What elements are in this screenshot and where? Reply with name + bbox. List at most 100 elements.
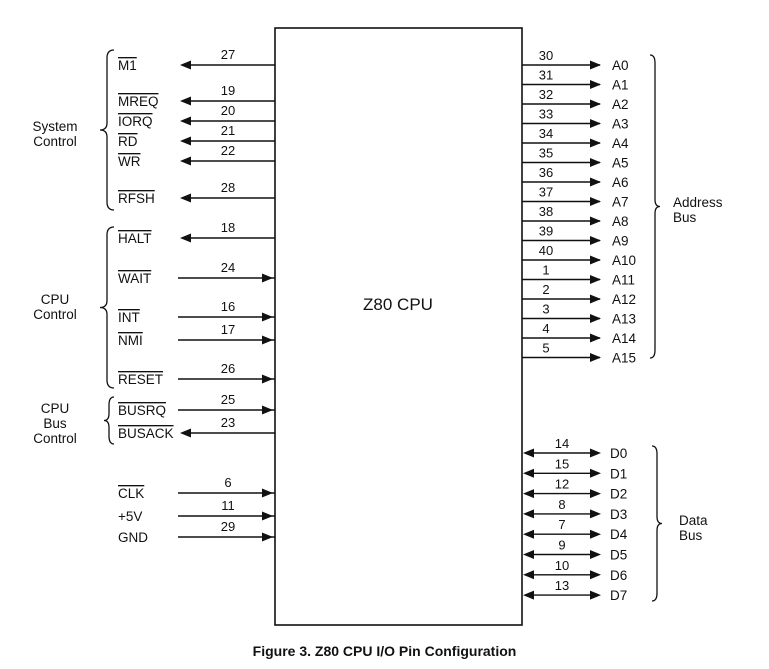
group-label-cpu-control: CPU <box>41 292 70 307</box>
group-label-system-control: System <box>32 119 77 134</box>
pin-name: BUSRQ <box>118 403 166 418</box>
address-pin-number: 2 <box>542 282 549 297</box>
pin-name: WR <box>118 154 141 169</box>
address-pin-name: A14 <box>612 331 637 346</box>
pin-name: WAIT <box>118 271 151 286</box>
data-pin-number: 13 <box>555 578 569 593</box>
address-pin-number: 39 <box>539 224 553 239</box>
pin-number: 28 <box>221 180 235 195</box>
pin-name: RFSH <box>118 191 155 206</box>
address-pin-number: 3 <box>542 302 549 317</box>
arrow-left-icon <box>523 550 534 559</box>
data-pin-name: D4 <box>610 527 628 542</box>
data-pin-number: 12 <box>555 477 569 492</box>
address-pin-number: 1 <box>542 263 549 278</box>
pin-name: M1 <box>118 58 137 73</box>
address-pin-name: A15 <box>612 351 636 366</box>
data-pin-name: D1 <box>610 466 627 481</box>
pin-name: +5V <box>118 509 142 524</box>
group-label-address-bus: Bus <box>673 210 697 225</box>
data-pin-name: D0 <box>610 446 627 461</box>
group-label-cpu-bus-control: CPU <box>41 401 70 416</box>
pin-number: 23 <box>221 415 235 430</box>
brace-address-bus <box>649 54 661 359</box>
pin-number: 17 <box>221 322 235 337</box>
pin-name: INT <box>118 310 140 325</box>
data-pin-number: 9 <box>558 538 565 553</box>
data-pin-number: 7 <box>558 517 565 532</box>
arrow-right-icon <box>590 550 601 559</box>
arrow-left-icon <box>523 590 534 600</box>
arrow-right-icon <box>262 335 273 345</box>
address-pin-name: A5 <box>612 156 629 171</box>
address-pin-name: A2 <box>612 97 629 112</box>
figure-caption: Figure 3. Z80 CPU I/O Pin Configuration <box>252 643 517 659</box>
arrow-left-icon <box>523 509 534 519</box>
address-pin-number: 38 <box>539 204 553 219</box>
pin-name: CLK <box>118 486 144 501</box>
arrow-right-icon <box>262 273 273 283</box>
data-pin-name: D5 <box>610 548 627 563</box>
pin-number: 11 <box>221 498 235 513</box>
data-pin-name: D2 <box>610 487 627 502</box>
arrow-left-icon <box>523 570 534 580</box>
arrow-left-icon <box>180 96 191 106</box>
arrow-right-icon <box>590 509 601 519</box>
brace-system-control <box>99 49 115 211</box>
address-pin-number: 4 <box>542 321 549 336</box>
arrow-right-icon <box>590 448 601 458</box>
pin-name: HALT <box>118 231 152 246</box>
arrow-right-icon <box>262 312 273 322</box>
arrow-right-icon <box>590 197 601 206</box>
arrow-right-icon <box>262 405 273 415</box>
address-pin-name: A8 <box>612 214 629 229</box>
brace-cpu-control <box>99 226 115 389</box>
pin-number: 27 <box>221 47 235 62</box>
arrow-left-icon <box>523 489 534 499</box>
arrow-right-icon <box>590 255 601 265</box>
pin-number: 22 <box>221 143 235 158</box>
arrow-left-icon <box>523 529 534 539</box>
arrow-left-icon <box>180 233 191 243</box>
arrow-right-icon <box>590 294 601 304</box>
pin-number: 16 <box>221 299 235 314</box>
arrow-right-icon <box>590 177 601 187</box>
pin-number: 18 <box>221 220 235 235</box>
arrow-right-icon <box>262 374 273 384</box>
arrow-left-icon <box>180 193 191 203</box>
pin-name: NMI <box>118 333 143 348</box>
address-pin-number: 31 <box>539 68 553 83</box>
group-label-cpu-bus-control: Control <box>33 431 77 446</box>
pin-number: 21 <box>221 123 235 138</box>
pin-name: MREQ <box>118 94 159 109</box>
chip-label: Z80 CPU <box>363 295 433 314</box>
arrow-left-icon <box>523 468 534 478</box>
arrow-right-icon <box>590 236 601 245</box>
pin-name: GND <box>118 530 148 545</box>
address-pin-name: A7 <box>612 195 629 210</box>
arrow-right-icon <box>262 488 273 498</box>
arrow-left-icon <box>523 448 534 458</box>
data-pin-number: 10 <box>555 558 569 573</box>
arrow-right-icon <box>590 119 601 128</box>
data-pin-name: D7 <box>610 588 627 603</box>
data-pin-number: 8 <box>558 497 565 512</box>
chip-body <box>274 27 523 626</box>
address-pin-name: A10 <box>612 253 636 268</box>
group-label-system-control: Control <box>33 134 77 149</box>
address-pin-number: 40 <box>539 243 553 258</box>
address-pin-name: A13 <box>612 312 636 327</box>
arrow-left-icon <box>180 60 191 70</box>
arrow-right-icon <box>590 529 601 539</box>
data-pin-number: 15 <box>555 456 569 471</box>
address-pin-number: 32 <box>539 87 553 102</box>
group-label-cpu-bus-control: Bus <box>43 416 67 431</box>
arrow-right-icon <box>590 333 601 343</box>
group-label-data-bus: Bus <box>679 528 703 543</box>
arrow-right-icon <box>590 275 601 284</box>
arrow-right-icon <box>590 489 601 499</box>
address-pin-number: 35 <box>539 146 553 161</box>
arrow-left-icon <box>180 116 191 126</box>
address-pin-number: 5 <box>542 341 549 356</box>
arrow-right-icon <box>590 158 601 167</box>
